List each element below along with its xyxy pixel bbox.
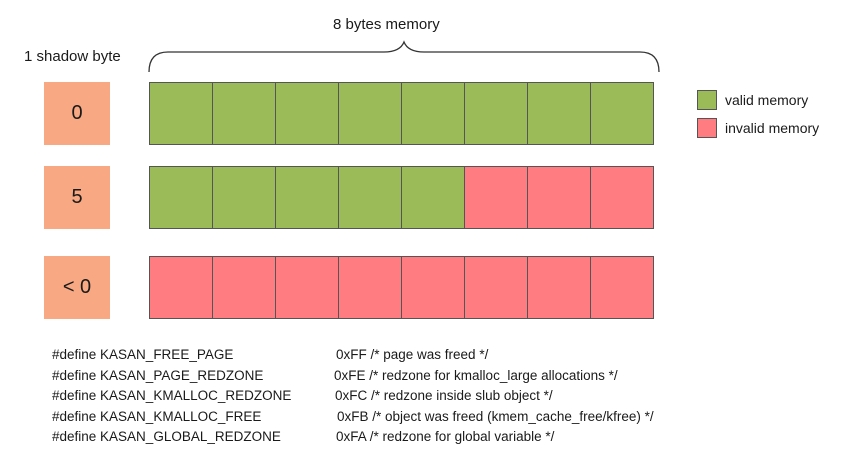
memory-byte-invalid xyxy=(275,256,339,319)
legend-valid: valid memory xyxy=(697,90,808,110)
shadow-value-0: 0 xyxy=(71,102,83,124)
define-name: #define KASAN_FREE_PAGE xyxy=(52,347,234,362)
memory-byte-valid xyxy=(401,82,465,145)
memory-byte-valid xyxy=(275,82,339,145)
memory-byte-valid xyxy=(212,82,276,145)
legend-invalid-label: invalid memory xyxy=(725,120,820,136)
memory-byte-invalid xyxy=(464,166,528,229)
memory-byte-valid xyxy=(212,166,276,229)
memory-byte-invalid xyxy=(527,256,591,319)
memory-byte-invalid xyxy=(149,256,213,319)
memory-byte-valid xyxy=(527,82,591,145)
valid-swatch xyxy=(697,90,717,110)
memory-byte-valid xyxy=(149,82,213,145)
memory-byte-valid xyxy=(338,166,402,229)
memory-byte-valid xyxy=(464,82,528,145)
invalid-swatch xyxy=(697,118,717,138)
define-value: 0xFE /* redzone for kmalloc_large alloca… xyxy=(334,367,618,383)
define-value: 0xFA /* redzone for global variable */ xyxy=(336,429,555,444)
define-value: 0xFC /* redzone inside slub object */ xyxy=(335,388,553,403)
memory-byte-invalid xyxy=(527,166,591,229)
legend-invalid: invalid memory xyxy=(697,118,819,138)
shadow-byte-box-1: 5 xyxy=(44,166,110,229)
memory-byte-valid xyxy=(401,166,465,229)
memory-byte-valid xyxy=(590,82,654,145)
shadow-value-2: < 0 xyxy=(62,276,92,298)
memory-row-2 xyxy=(149,256,654,319)
define-value: 0xFF /* page was freed */ xyxy=(336,347,489,362)
memory-byte-invalid xyxy=(212,256,276,319)
shadow-byte-box-2: < 0 xyxy=(44,256,110,319)
define-value: 0xFB /* object was freed (kmem_cache_fre… xyxy=(337,408,654,424)
memory-row-1 xyxy=(149,166,654,229)
shadow-byte-box-0: 0 xyxy=(44,82,110,145)
memory-byte-invalid xyxy=(338,256,402,319)
shadow-value-1: 5 xyxy=(71,186,83,208)
define-name: #define KASAN_PAGE_REDZONE xyxy=(52,367,264,383)
memory-byte-invalid xyxy=(590,166,654,229)
memory-byte-valid xyxy=(275,166,339,229)
memory-byte-invalid xyxy=(464,256,528,319)
define-name: #define KASAN_KMALLOC_REDZONE xyxy=(52,388,292,403)
define-name: #define KASAN_KMALLOC_FREE xyxy=(52,408,262,424)
memory-byte-invalid xyxy=(590,256,654,319)
memory-byte-invalid xyxy=(401,256,465,319)
memory-label: 8 bytes memory xyxy=(333,16,440,33)
memory-row-0 xyxy=(149,82,654,145)
shadow-byte-label: 1 shadow byte xyxy=(24,48,121,65)
memory-brace xyxy=(148,40,660,73)
memory-byte-valid xyxy=(338,82,402,145)
memory-byte-valid xyxy=(149,166,213,229)
legend-valid-label: valid memory xyxy=(725,92,809,108)
define-name: #define KASAN_GLOBAL_REDZONE xyxy=(52,429,281,444)
brace-path xyxy=(148,40,660,73)
